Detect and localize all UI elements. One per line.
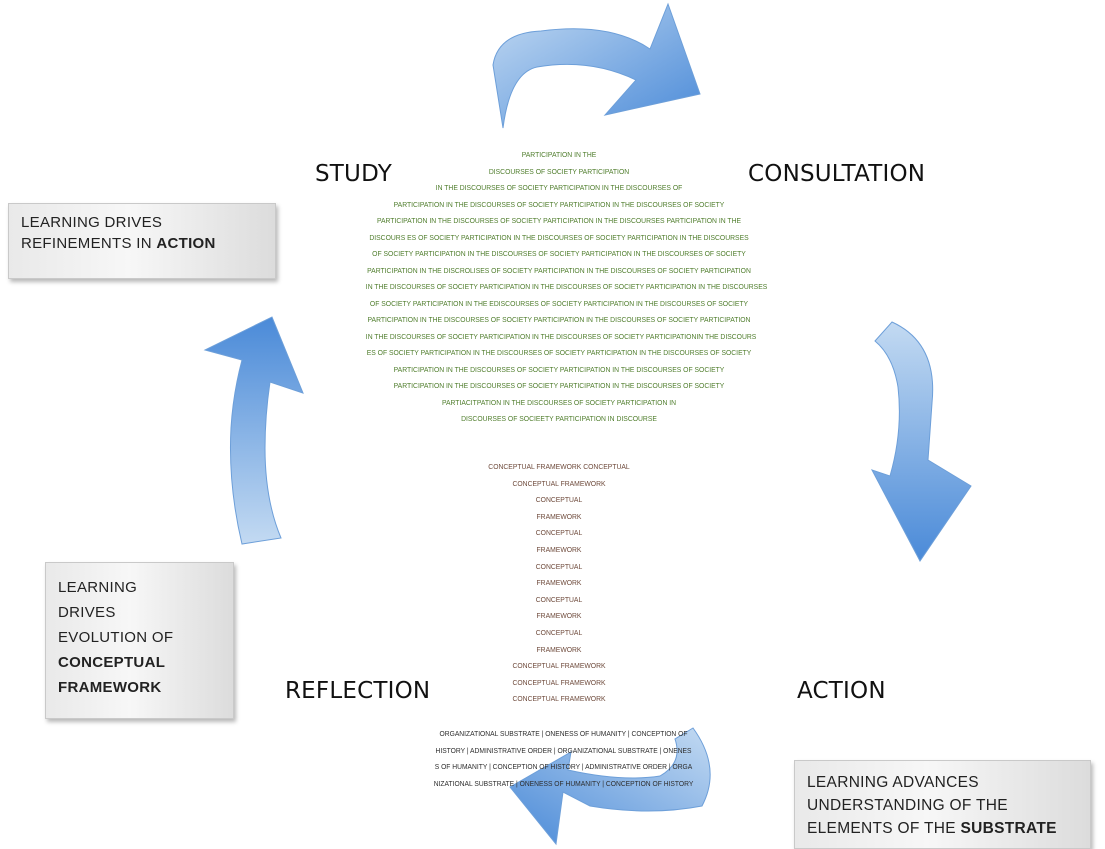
crown-text-line: IN THE DISCOURSES OF SOCIETY PARTICIPATI…	[435, 183, 683, 192]
crown-text-line: IN THE DISCOURSES OF SOCIETY PARTICIPATI…	[365, 331, 757, 341]
arrow-reflection-to-study	[203, 316, 304, 545]
crown-text-line: DISCOURSES OF SOCIEETY PARTICIPATION IN …	[461, 414, 657, 423]
trunk-text-line: FRAMEWORK	[536, 511, 582, 521]
crown-text-line: PARTICIPATION IN THE DISCOURSES OF SOCIE…	[367, 315, 751, 324]
arrow-action-to-reflection	[509, 727, 711, 846]
note-line: LEARNING	[58, 579, 138, 596]
trunk-text-line: CONCEPTUAL FRAMEWORK	[512, 694, 606, 704]
trunk-text-line: CONCEPTUAL FRAMEWORK	[512, 661, 606, 671]
crown-text-line: OF SOCIETY PARTICIPATION IN THE EDISCOUR…	[369, 298, 749, 308]
crown-text-line: DISCOURS ES OF SOCIETY PARTICIPATION IN …	[369, 232, 749, 242]
trunk-text-line: FRAMEWORK	[536, 611, 582, 621]
crown-text-line: IN THE DISCOURSES OF SOCIETY PARTICIPATI…	[365, 282, 768, 291]
crown-text-line: PARTICIPATION IN THE DISCOURSES OF SOCIE…	[376, 216, 742, 225]
stage-reflection: REFLECTION	[285, 678, 431, 704]
trunk-text-line: CONCEPTUAL	[535, 528, 583, 538]
note-line: REFINEMENTS IN ACTION	[21, 233, 265, 254]
root-text-line: HISTORY | ADMINISTRATIVE ORDER | ORGANIZ…	[435, 745, 692, 755]
trunk-text-line: CONCEPTUAL FRAMEWORK	[512, 677, 606, 687]
arrow-consultation-to-action	[870, 321, 972, 562]
note-refinements-in-action: LEARNING DRIVES REFINEMENTS IN ACTION	[8, 203, 276, 279]
note-line: ELEMENTS OF THE SUBSTRATE	[807, 817, 1080, 840]
note-emphasis: SUBSTRATE	[960, 820, 1057, 837]
trunk-text-line: CONCEPTUAL	[535, 495, 583, 505]
crown-text-line: PARTICIPATION IN THE DISCROLISES OF SOCI…	[367, 265, 751, 275]
root-text-line: ORGANIZATIONAL SUBSTRATE | ONENESS OF HU…	[439, 729, 688, 738]
note-emphasis: FRAMEWORK	[58, 679, 162, 696]
trunk-text-line: CONCEPTUAL	[535, 627, 583, 637]
trunk-text-line: FRAMEWORK	[536, 578, 582, 588]
crown-text-line: ES OF SOCIETY PARTICIPATION IN THE DISCO…	[366, 348, 752, 357]
crown-text-line: PARTICIPATION IN THE	[521, 150, 597, 159]
note-advances-substrate: LEARNING ADVANCES UNDERSTANDING OF THE E…	[794, 760, 1091, 849]
note-line: CONCEPTUAL	[58, 650, 223, 675]
arrow-study-to-consultation	[492, 2, 701, 129]
root-text-line: NIZATIONAL SUBSTRATE | ONENESS OF HUMANI…	[433, 778, 694, 788]
note-text: ELEMENTS OF THE	[807, 820, 961, 837]
note-evolution-of-framework: LEARNING DRIVES EVOLUTION OF CONCEPTUAL …	[45, 562, 234, 719]
stage-study: STUDY	[315, 161, 392, 187]
note-line: LEARNING DRIVES	[21, 214, 163, 231]
crown-text-line: OF SOCIETY PARTICIPATION IN THE DISCOURS…	[372, 249, 746, 258]
trunk-text-line: FRAMEWORK	[536, 644, 582, 654]
note-emphasis: CONCEPTUAL	[58, 654, 166, 671]
crown-text-line: PARTICIPATION IN THE DISCOURSES OF SOCIE…	[393, 364, 725, 374]
note-line: UNDERSTANDING OF THE	[807, 797, 1008, 814]
trunk-text-line: CONCEPTUAL	[535, 561, 583, 571]
crown-text-line: PARTICIPATION IN THE DISCOURSES OF SOCIE…	[393, 199, 725, 209]
note-line: LEARNING ADVANCES	[807, 774, 979, 791]
crown-text-line: DISCOURSES OF SOCIETY PARTICIPATION	[488, 166, 630, 176]
trunk-text-line: CONCEPTUAL	[535, 594, 583, 604]
trunk-text-line: CONCEPTUAL FRAMEWORK CONCEPTUAL	[488, 462, 630, 471]
note-line: FRAMEWORK	[58, 675, 223, 700]
crown-text-line: PARTIACITPATION IN THE DISCOURSES OF SOC…	[441, 397, 677, 407]
stage-action: ACTION	[797, 678, 886, 704]
tree-crown-text: PARTICIPATION IN THE DISCOURSES OF SOCIET…	[349, 147, 769, 428]
root-text-line: S OF HUMANITY | CONCEPTION OF HISTORY | …	[434, 762, 693, 771]
trunk-text-line: CONCEPTUAL FRAMEWORK	[512, 478, 606, 488]
note-emphasis: ACTION	[156, 235, 216, 252]
trunk-text-line: FRAMEWORK	[536, 544, 582, 554]
tree-roots-text: ORGANIZATIONAL SUBSTRATE | ONENESS OF HU…	[401, 726, 726, 792]
tree-trunk-text: CONCEPTUAL FRAMEWORK CONCEPTUAL CONCEPTUA…	[449, 459, 669, 708]
note-line: EVOLUTION OF	[58, 629, 174, 646]
note-text: REFINEMENTS IN	[21, 235, 157, 252]
note-line: DRIVES	[58, 604, 116, 621]
stage-consultation: CONSULTATION	[748, 161, 926, 187]
crown-text-line: PARTICIPATION IN THE DISCOURSES OF SOCIE…	[393, 381, 725, 390]
